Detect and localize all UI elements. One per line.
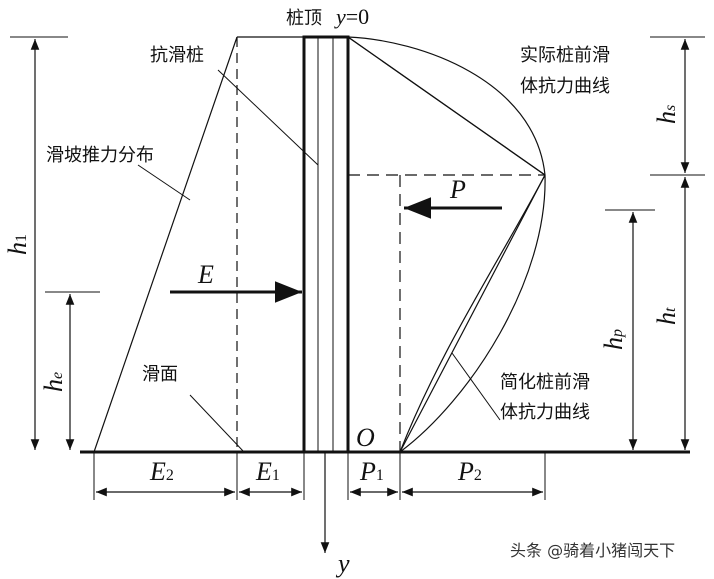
h1-label: h1 xyxy=(3,234,32,255)
simplified-lower-curve xyxy=(399,174,546,453)
pile-top-coord: y=0 xyxy=(334,4,369,29)
pile-top-label: 桩顶 xyxy=(286,8,322,29)
actual-curve-label-1: 实际桩前滑 xyxy=(520,45,610,66)
thrust-label-leader xyxy=(137,164,191,201)
P-symbol: P xyxy=(449,175,466,204)
E2-label: E2 xyxy=(149,457,174,486)
ht-label: ht xyxy=(652,307,681,325)
y-axis-symbol: y xyxy=(335,549,350,578)
pile-body xyxy=(302,35,350,454)
pile-label: 抗滑桩 xyxy=(150,45,204,66)
thrust-slope-line xyxy=(93,36,238,453)
landslide-thrust-label: 滑坡推力分布 xyxy=(46,145,154,166)
watermark-text: 头条 @骑着小猪闯天下 xyxy=(510,541,675,560)
simplified-curve-label-2: 体抗力曲线 xyxy=(500,402,590,423)
O-symbol: O xyxy=(356,423,375,452)
E1-label: E1 xyxy=(255,457,280,486)
actual-curve-label-2: 体抗力曲线 xyxy=(520,76,610,97)
P1-label: P1 xyxy=(359,457,384,486)
simplified-curve-label-1: 简化桩前滑 xyxy=(500,372,590,393)
pile-label-leader xyxy=(217,69,319,166)
E-symbol: E xyxy=(197,260,214,289)
hs-label: hs xyxy=(652,105,681,124)
hp-label: hp xyxy=(599,329,628,350)
slip-label-leader xyxy=(189,394,245,453)
slip-surface-label: 滑面 xyxy=(142,364,178,385)
simplified-lower-line xyxy=(399,174,546,453)
simplified-upper-line-b xyxy=(347,36,546,176)
P2-label: P2 xyxy=(457,457,482,486)
simplified-label-leader xyxy=(451,352,501,421)
he-label: he xyxy=(39,372,68,392)
